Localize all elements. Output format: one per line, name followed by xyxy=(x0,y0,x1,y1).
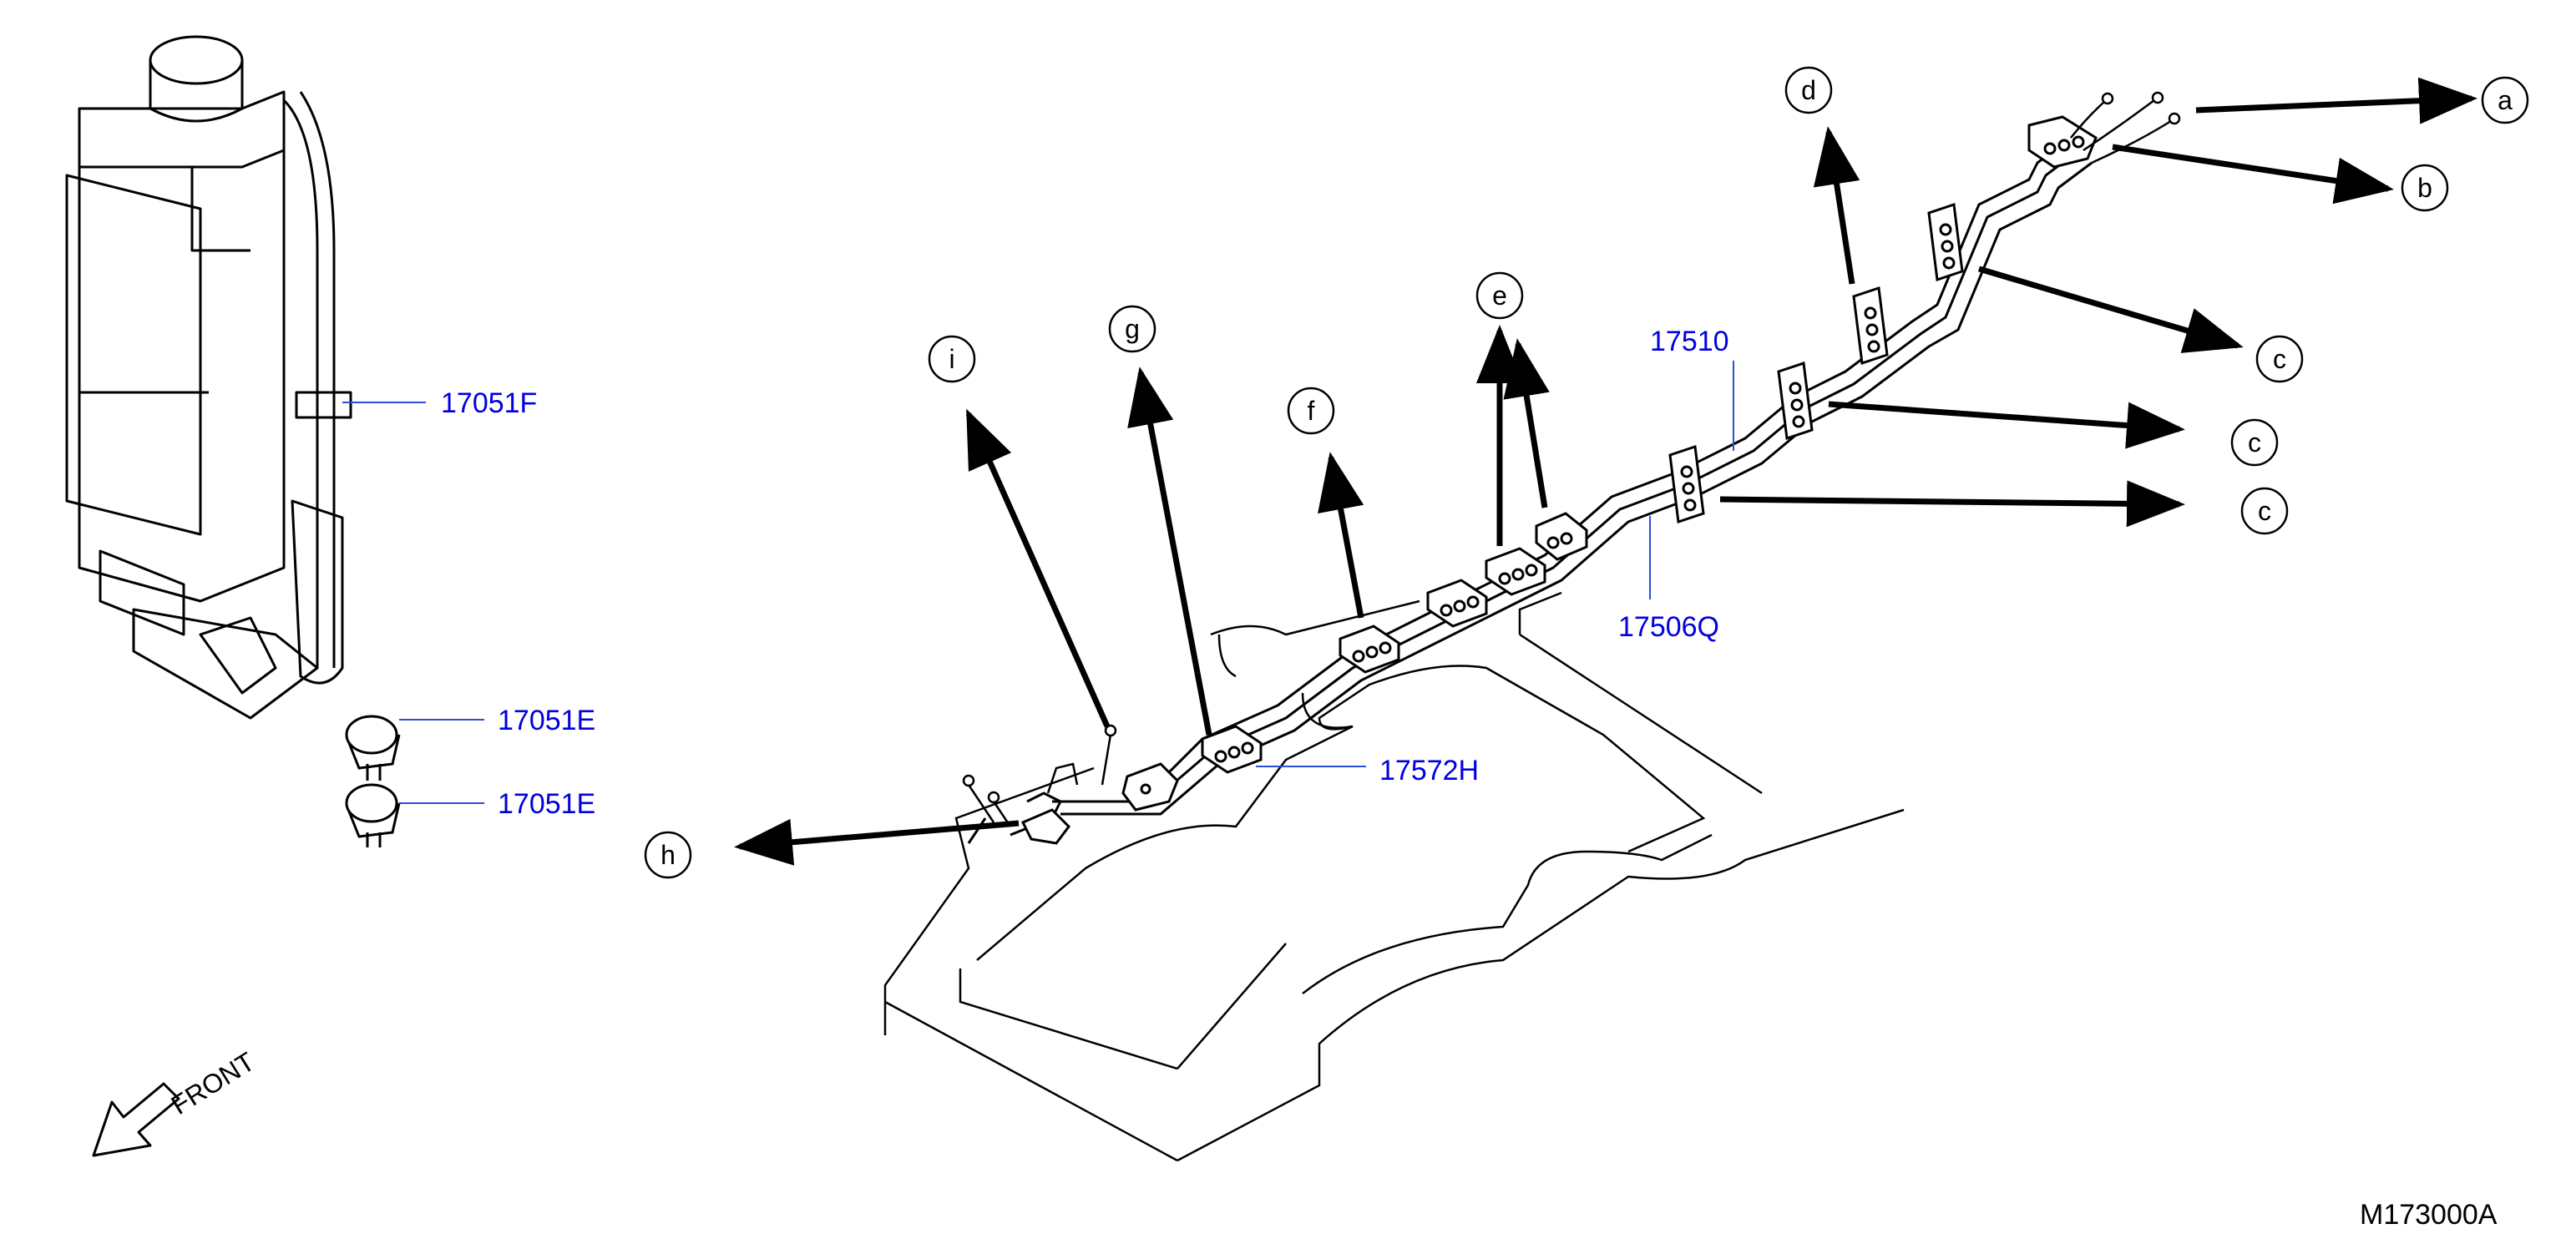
svg-text:a: a xyxy=(2498,85,2513,115)
front-direction-indicator: FRONT xyxy=(92,1046,261,1157)
arrow-c-upper xyxy=(1978,266,2244,353)
part-label-17510: 17510 xyxy=(1650,326,1729,357)
arrow-f xyxy=(1318,452,1364,619)
callout-h: h xyxy=(644,831,692,879)
front-arrow-icon xyxy=(92,1082,180,1157)
clamp-10 xyxy=(2027,115,2098,169)
tube-clamps xyxy=(1020,115,2098,845)
callout-c-middle: c xyxy=(2230,418,2279,467)
part-label-17051E-lower: 17051E xyxy=(498,788,595,820)
svg-text:b: b xyxy=(2417,173,2432,203)
callout-a: a xyxy=(2481,76,2529,124)
callout-b: b xyxy=(2401,164,2449,212)
part-label-17506Q: 17506Q xyxy=(1618,611,1719,643)
svg-text:i: i xyxy=(949,344,954,374)
direction-arrows xyxy=(734,77,2477,866)
callout-f: f xyxy=(1287,387,1335,435)
arrow-d xyxy=(1813,126,1860,285)
clamp-3 xyxy=(1426,579,1488,628)
svg-text:c: c xyxy=(2248,427,2261,458)
fuel-tube-assembly xyxy=(967,136,2093,844)
svg-text:d: d xyxy=(1801,75,1816,105)
clamp-7 xyxy=(1777,361,1814,441)
arrow-b xyxy=(2112,144,2394,205)
clamp-left-1 xyxy=(1121,762,1179,812)
arrow-h xyxy=(734,818,1020,866)
svg-text:f: f xyxy=(1308,396,1315,426)
svg-text:h: h xyxy=(660,840,676,870)
callout-c-upper: c xyxy=(2255,335,2304,383)
front-label: FRONT xyxy=(166,1046,261,1120)
clamp-6 xyxy=(1668,444,1705,524)
part-label-17572H: 17572H xyxy=(1379,755,1479,786)
arrow-i xyxy=(965,408,1111,728)
fuel-pump-assembly xyxy=(65,35,352,720)
part-label-17051F: 17051F xyxy=(441,387,537,419)
arrow-a xyxy=(2195,77,2477,124)
vehicle-floor-outline xyxy=(883,591,1905,1162)
part-label-17051E-upper: 17051E xyxy=(498,705,595,736)
callout-e: e xyxy=(1475,271,1524,320)
svg-text:g: g xyxy=(1125,314,1140,344)
arrow-g xyxy=(1127,367,1212,736)
clamp-1 xyxy=(1201,725,1263,774)
arrow-e-right xyxy=(1503,338,1550,508)
svg-text:c: c xyxy=(2258,496,2271,526)
clip-17051E-lower xyxy=(345,783,401,847)
clamp-2 xyxy=(1339,625,1400,674)
clamp-left-2 xyxy=(1020,808,1070,845)
svg-text:c: c xyxy=(2273,344,2286,374)
arrow-c-middle xyxy=(1828,401,2185,449)
callout-c-lower: c xyxy=(2240,487,2289,535)
arrow-c-lower xyxy=(1719,480,2185,528)
clamp-8 xyxy=(1852,286,1889,366)
clamp-5 xyxy=(1535,512,1588,561)
callout-i: i xyxy=(928,335,976,383)
callout-g: g xyxy=(1108,305,1156,353)
callout-d: d xyxy=(1784,66,1833,114)
diagram-code: M173000A xyxy=(2360,1199,2498,1231)
clamp-4 xyxy=(1485,547,1546,596)
tube-end-fittings xyxy=(962,91,2181,827)
svg-text:e: e xyxy=(1492,281,1507,311)
clip-17051E-upper xyxy=(345,715,401,781)
clamp-9 xyxy=(1927,202,1964,282)
